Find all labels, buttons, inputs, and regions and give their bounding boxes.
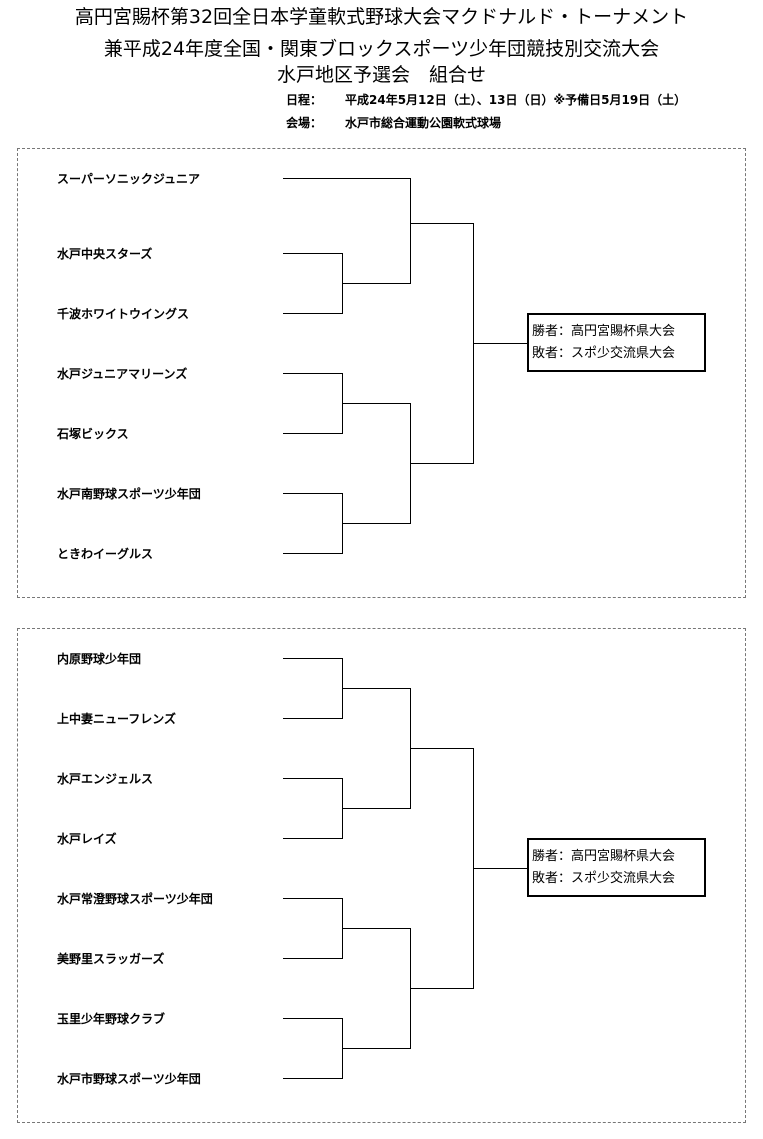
bracket-line [342, 928, 411, 929]
bracket-line [342, 1048, 411, 1049]
bracket-line [283, 838, 343, 839]
bracket-a-winner-text: 勝者：高円宮賜杯県大会 [532, 324, 676, 339]
bracket-line [283, 778, 343, 779]
bracket-line [283, 433, 343, 434]
team-b-2: 上中妻ニューフレンズ [57, 712, 177, 726]
bracket-line [283, 658, 343, 659]
team-a-4: 水戸ジュニアマリーンズ [57, 367, 188, 381]
bracket-b-loser-text: 敗者：スポ少交流県大会 [532, 871, 676, 886]
bracket-line [283, 253, 343, 254]
team-a-3: 千波ホワイトウイングス [57, 307, 190, 321]
bracket-line [283, 898, 343, 899]
title-line-2: 兼平成24年度全国・関東ブロックスポーツ少年団競技別交流大会 [103, 38, 660, 60]
team-a-1: スーパーソニックジュニア [57, 172, 201, 186]
bracket-line [410, 988, 474, 989]
team-a-5: 石塚ビックス [57, 427, 129, 441]
bracket-line [410, 748, 474, 749]
bracket-line [283, 493, 343, 494]
bracket-line [342, 523, 411, 524]
bracket-b-result-box: 勝者：高円宮賜杯県大会 敗者：スポ少交流県大会 [527, 838, 706, 897]
team-b-7: 玉里少年野球クラブ [57, 1012, 166, 1026]
team-b-1: 内原野球少年団 [57, 652, 142, 666]
bracket-line [342, 403, 411, 404]
bracket-line [342, 283, 411, 284]
team-a-2: 水戸中央スターズ [57, 247, 153, 261]
team-b-6: 美野里スラッガーズ [57, 952, 165, 966]
title-line-3: 水戸地区予選会 組合せ [276, 64, 486, 86]
team-b-4: 水戸レイズ [57, 832, 117, 846]
title-line-1: 高円宮賜杯第32回全日本学童軟式野球大会マクドナルド・トーナメント [74, 6, 689, 28]
bracket-line [283, 313, 343, 314]
team-b-3: 水戸エンジェルス [57, 772, 154, 786]
bracket-b-winner-text: 勝者：高円宮賜杯県大会 [532, 849, 676, 864]
schedule-label: 日程： [286, 93, 323, 107]
bracket-line [283, 718, 343, 719]
bracket-line [283, 178, 411, 179]
bracket-line [410, 178, 411, 284]
bracket-line [283, 1078, 343, 1079]
bracket-line [283, 373, 343, 374]
bracket-a-loser-text: 敗者：スポ少交流県大会 [532, 346, 676, 361]
team-a-7: ときわイーグルス [57, 547, 154, 561]
bracket-line [283, 958, 343, 959]
schedule-value: 平成24年5月12日（土）、13日（日）※予備日5月19日（土） [345, 93, 687, 107]
bracket-line [283, 553, 343, 554]
bracket-line [342, 688, 411, 689]
bracket-line [473, 868, 529, 869]
bracket-line [283, 1018, 343, 1019]
bracket-b-panel [17, 628, 746, 1123]
venue-value: 水戸市総合運動公園軟式球場 [345, 116, 502, 130]
bracket-line [473, 343, 529, 344]
venue-label: 会場： [286, 116, 323, 130]
bracket-a-panel [17, 148, 746, 598]
bracket-line [410, 463, 474, 464]
bracket-line [342, 808, 411, 809]
bracket-a-result-box: 勝者：高円宮賜杯県大会 敗者：スポ少交流県大会 [527, 313, 706, 372]
team-b-8: 水戸市野球スポーツ少年団 [57, 1072, 201, 1086]
team-a-6: 水戸南野球スポーツ少年団 [57, 487, 201, 501]
bracket-line [410, 223, 474, 224]
team-b-5: 水戸常澄野球スポーツ少年団 [57, 892, 213, 906]
